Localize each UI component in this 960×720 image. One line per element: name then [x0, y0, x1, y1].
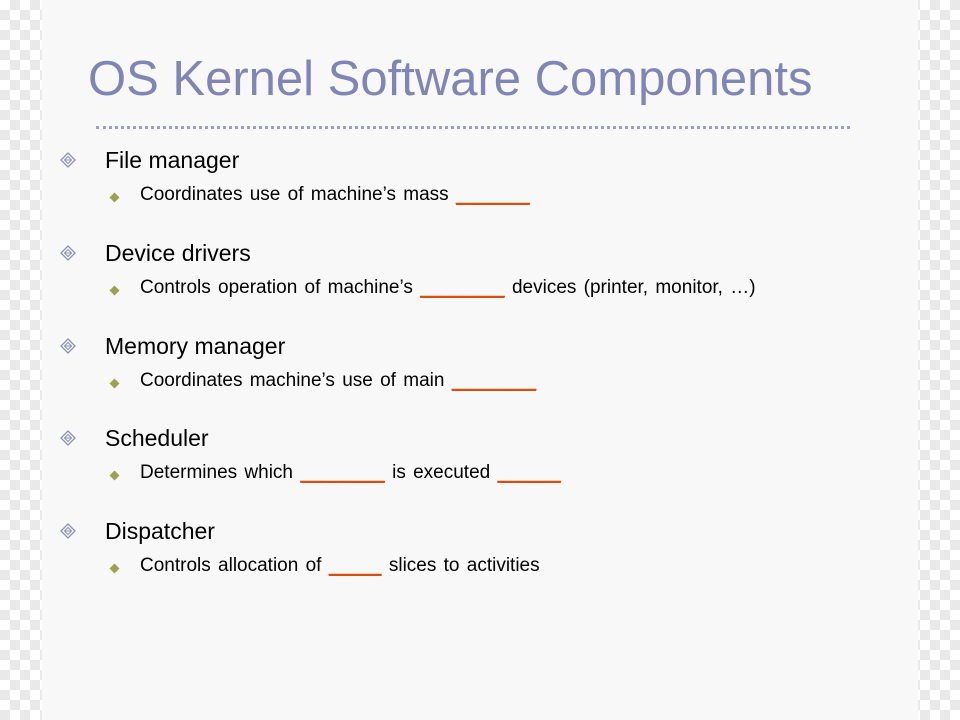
sub-text: Controls allocation of: [140, 555, 329, 576]
sub-text-after: slices to activities: [381, 555, 540, 576]
sub-text-after: devices (printer, monitor, …): [504, 277, 756, 298]
diamond-outline-icon: [60, 430, 76, 446]
slide-title: OS Kernel Software Components: [88, 52, 813, 106]
level1-bullet-row: Scheduler: [60, 422, 209, 454]
fill-blank: ________: [300, 462, 385, 483]
sub-text: Coordinates machine’s use of main: [140, 370, 452, 391]
sub-item-text: Controls operation of machine’s ________…: [140, 277, 756, 299]
level1-bullet-row: Memory manager: [60, 330, 285, 362]
sub-text: Determines which: [140, 462, 301, 483]
fill-blank: _____: [328, 555, 382, 576]
fill-blank: ________: [420, 277, 505, 298]
sub-text: Coordinates use of machine’s mass: [140, 184, 456, 205]
sub-item-text: Controls allocation of _____ slices to a…: [140, 555, 540, 577]
level2-bullet-row: Controls allocation of _____ slices to a…: [109, 553, 540, 579]
diamond-bullet-icon: [109, 190, 120, 202]
diamond-outline-icon: [60, 523, 76, 539]
item-label: Scheduler: [105, 424, 209, 451]
item-label: Device drivers: [105, 239, 251, 266]
title-divider: [96, 126, 850, 129]
level2-bullet-row: Coordinates use of machine’s mass ______…: [109, 182, 530, 208]
diamond-bullet-icon: [109, 561, 120, 573]
fill-blank-second: ______: [497, 462, 561, 483]
sub-text-after: is executed: [384, 462, 498, 483]
diamond-bullet-icon: [109, 468, 120, 480]
level2-bullet-row: Determines which ________ is executed __…: [109, 460, 561, 486]
diamond-bullet-icon: [109, 376, 120, 388]
diamond-outline-icon: [60, 152, 76, 168]
level1-bullet-row: Device drivers: [60, 237, 251, 269]
level2-bullet-row: Controls operation of machine’s ________…: [109, 275, 756, 301]
sub-item-text: Coordinates use of machine’s mass ______…: [140, 184, 530, 206]
fill-blank: ________: [451, 370, 537, 391]
sub-item-text: Coordinates machine’s use of main ______…: [140, 370, 536, 392]
sub-item-text: Determines which ________ is executed __…: [140, 462, 561, 484]
level1-bullet-row: Dispatcher: [60, 515, 215, 547]
item-label: Memory manager: [105, 332, 286, 359]
item-label: File manager: [105, 146, 240, 173]
diamond-bullet-icon: [109, 283, 120, 295]
level1-bullet-row: File manager: [60, 144, 239, 176]
diamond-outline-icon: [60, 245, 76, 261]
bullet-list: File manager Coordinates use of machine’…: [42, 0, 918, 720]
sub-text: Controls operation of machine’s: [140, 277, 421, 298]
slide: OS Kernel Software Components File manag…: [42, 0, 918, 720]
level2-bullet-row: Coordinates machine’s use of main ______…: [109, 368, 536, 394]
item-label: Dispatcher: [105, 517, 215, 544]
fill-blank: _______: [455, 184, 530, 205]
diamond-outline-icon: [60, 338, 76, 354]
